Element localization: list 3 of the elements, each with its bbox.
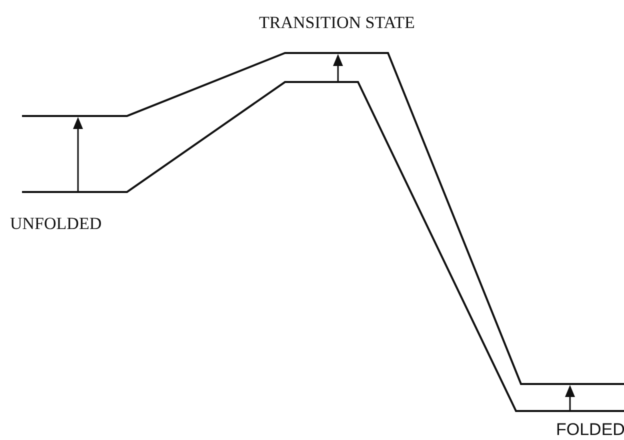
state-label: UNFOLDED [10,215,102,232]
state-label: FOLDED [556,421,624,438]
state-label: TRANSITION STATE [259,14,415,31]
